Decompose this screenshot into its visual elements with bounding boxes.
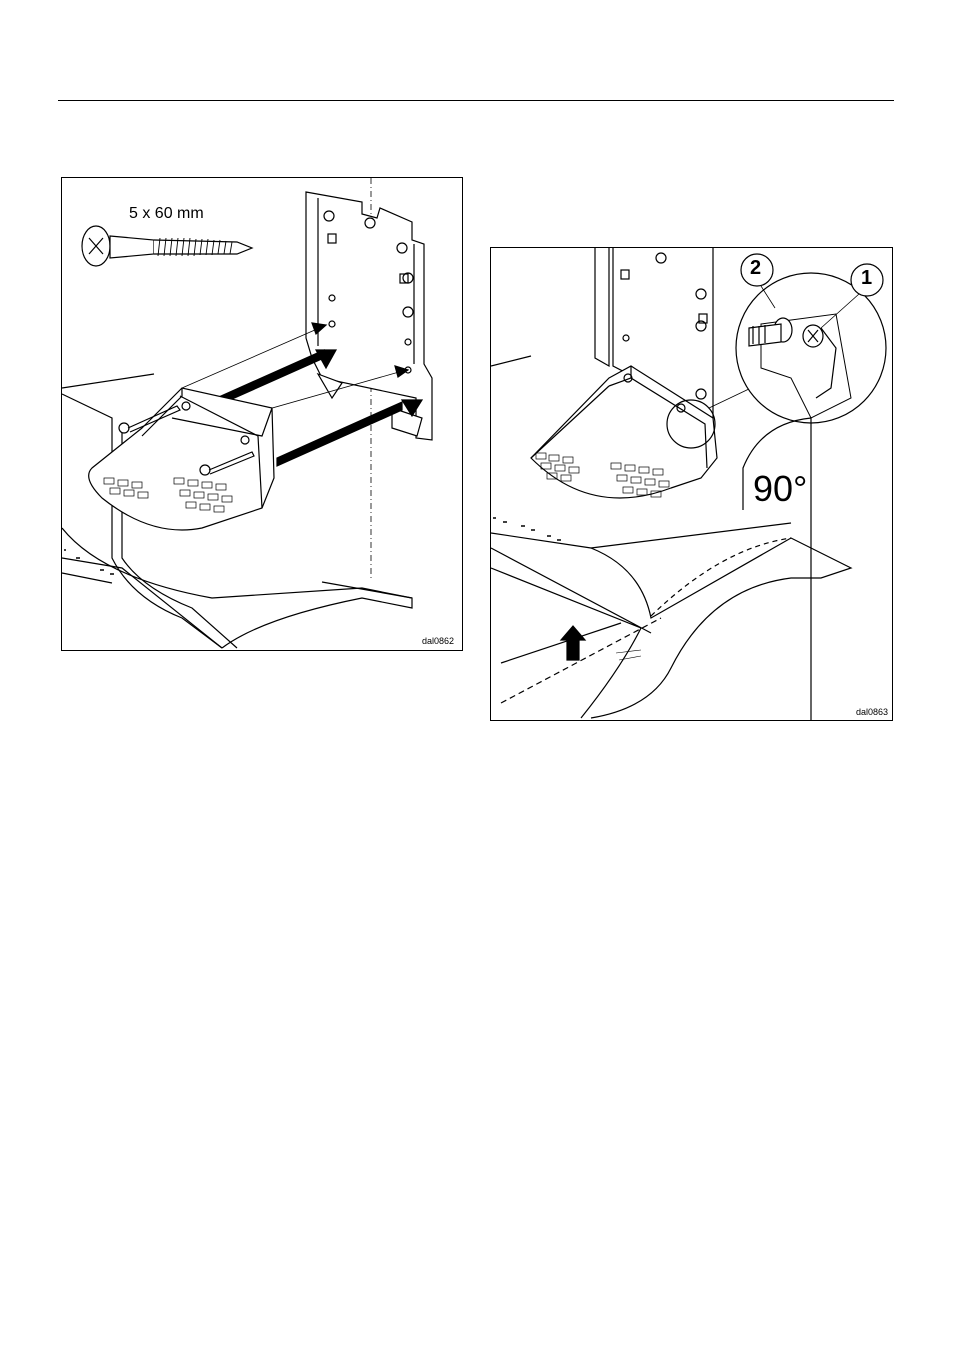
angle-label: 90° [753,468,807,510]
figure-alignment: 2 1 90° dal0863 [490,247,893,721]
screw-icon [82,226,252,266]
header-rule [58,100,894,101]
screw-size-label: 5 x 60 mm [129,205,204,223]
callout-1: 1 [861,267,872,290]
callout-2: 2 [750,257,761,280]
figure-code: dal0863 [856,707,888,717]
figure-mounting-screws: 5 x 60 mm dal0862 [61,177,463,651]
figure-code: dal0862 [422,636,454,646]
illustration-wall-bracket-mounting [62,178,462,650]
illustration-hood-alignment [491,248,892,720]
up-arrow-icon [561,626,585,660]
